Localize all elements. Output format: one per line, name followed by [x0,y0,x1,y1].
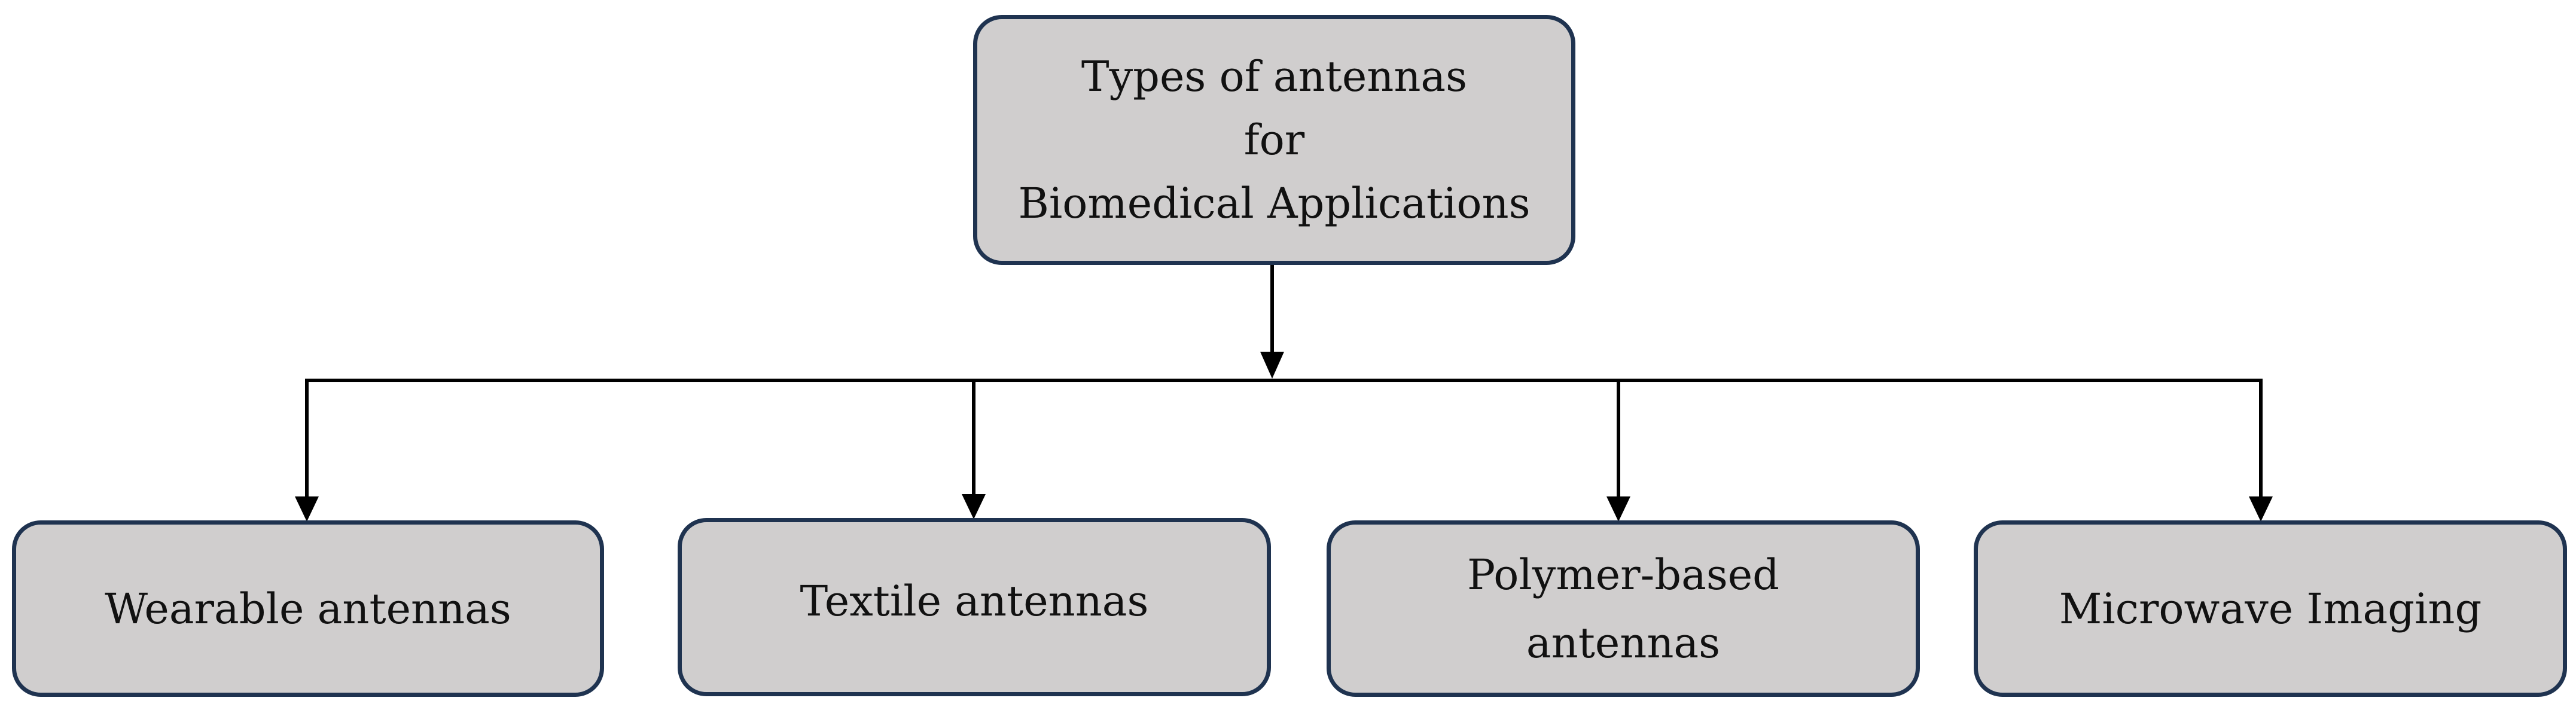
child-node-label: Wearable antennas [105,584,511,633]
arrowhead-polymer [1606,496,1630,522]
root-node-line-3: Biomedical Applications [1018,179,1531,228]
arrowhead-microwave [2249,496,2273,522]
root-connector-arrowhead [1260,352,1284,379]
arrowhead-wearable [295,496,319,522]
child-node-label: Textile antennas [800,577,1149,626]
child-node-label-line-2: antennas [1526,618,1721,668]
root-node-line-1: Types of antennas [1081,52,1468,101]
child-node-label-line-1: Polymer-based [1467,550,1779,599]
child-node-polymer-based-antennas: Polymer-based antennas [1327,520,1920,697]
child-node-wearable-antennas: Wearable antennas [12,520,604,697]
arrowhead-textile [962,494,986,519]
root-node-box: Types of antennas for Biomedical Applica… [973,15,1575,265]
child-node-textile-antennas: Textile antennas [678,518,1271,696]
child-node-label: Microwave Imaging [2059,584,2482,633]
root-node-line-2: for [1243,115,1305,164]
child-node-microwave-imaging: Microwave Imaging [1974,520,2567,697]
